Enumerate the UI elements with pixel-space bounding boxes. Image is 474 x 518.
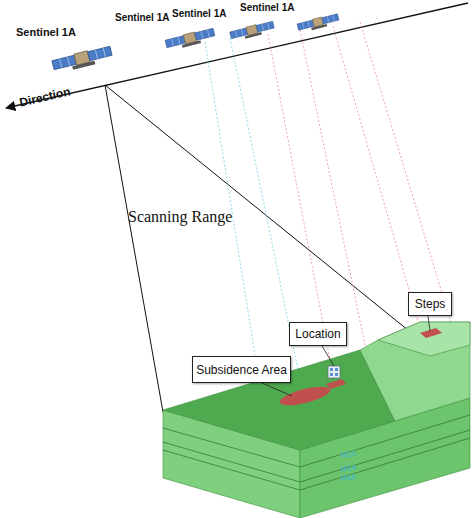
terrain-block: [163, 322, 470, 518]
scan-line: [105, 85, 440, 356]
callout-text: Location: [295, 327, 340, 341]
callout-box: Location: [289, 322, 347, 346]
direction-label: Direction: [18, 84, 72, 109]
satellite-icon: [52, 45, 114, 74]
callout-box: Steps: [408, 292, 452, 316]
callout-text: Steps: [415, 297, 446, 311]
satellite-icon: [165, 27, 216, 51]
satellite-icon: [230, 21, 276, 42]
satellite-icon: [297, 13, 340, 33]
steps-patch: [420, 328, 442, 338]
satellite-label: Sentinel 1A: [16, 26, 76, 38]
scan-line: [105, 85, 163, 412]
callout-box: Subsidence Area: [192, 356, 291, 383]
satellite-label: Sentinel 1A: [240, 2, 294, 13]
building-icon: [328, 366, 340, 378]
orbit-line: [6, 3, 468, 108]
satellite-label: Sentinel 1A: [172, 8, 226, 19]
callout-text: Subsidence Area: [196, 363, 287, 377]
range-label: Scanning Range: [128, 208, 232, 226]
subsidence-patch: [278, 383, 332, 409]
satellite-label: Sentinel 1A: [115, 12, 169, 23]
strata-lines: [163, 415, 470, 490]
location-patch: [326, 379, 346, 389]
